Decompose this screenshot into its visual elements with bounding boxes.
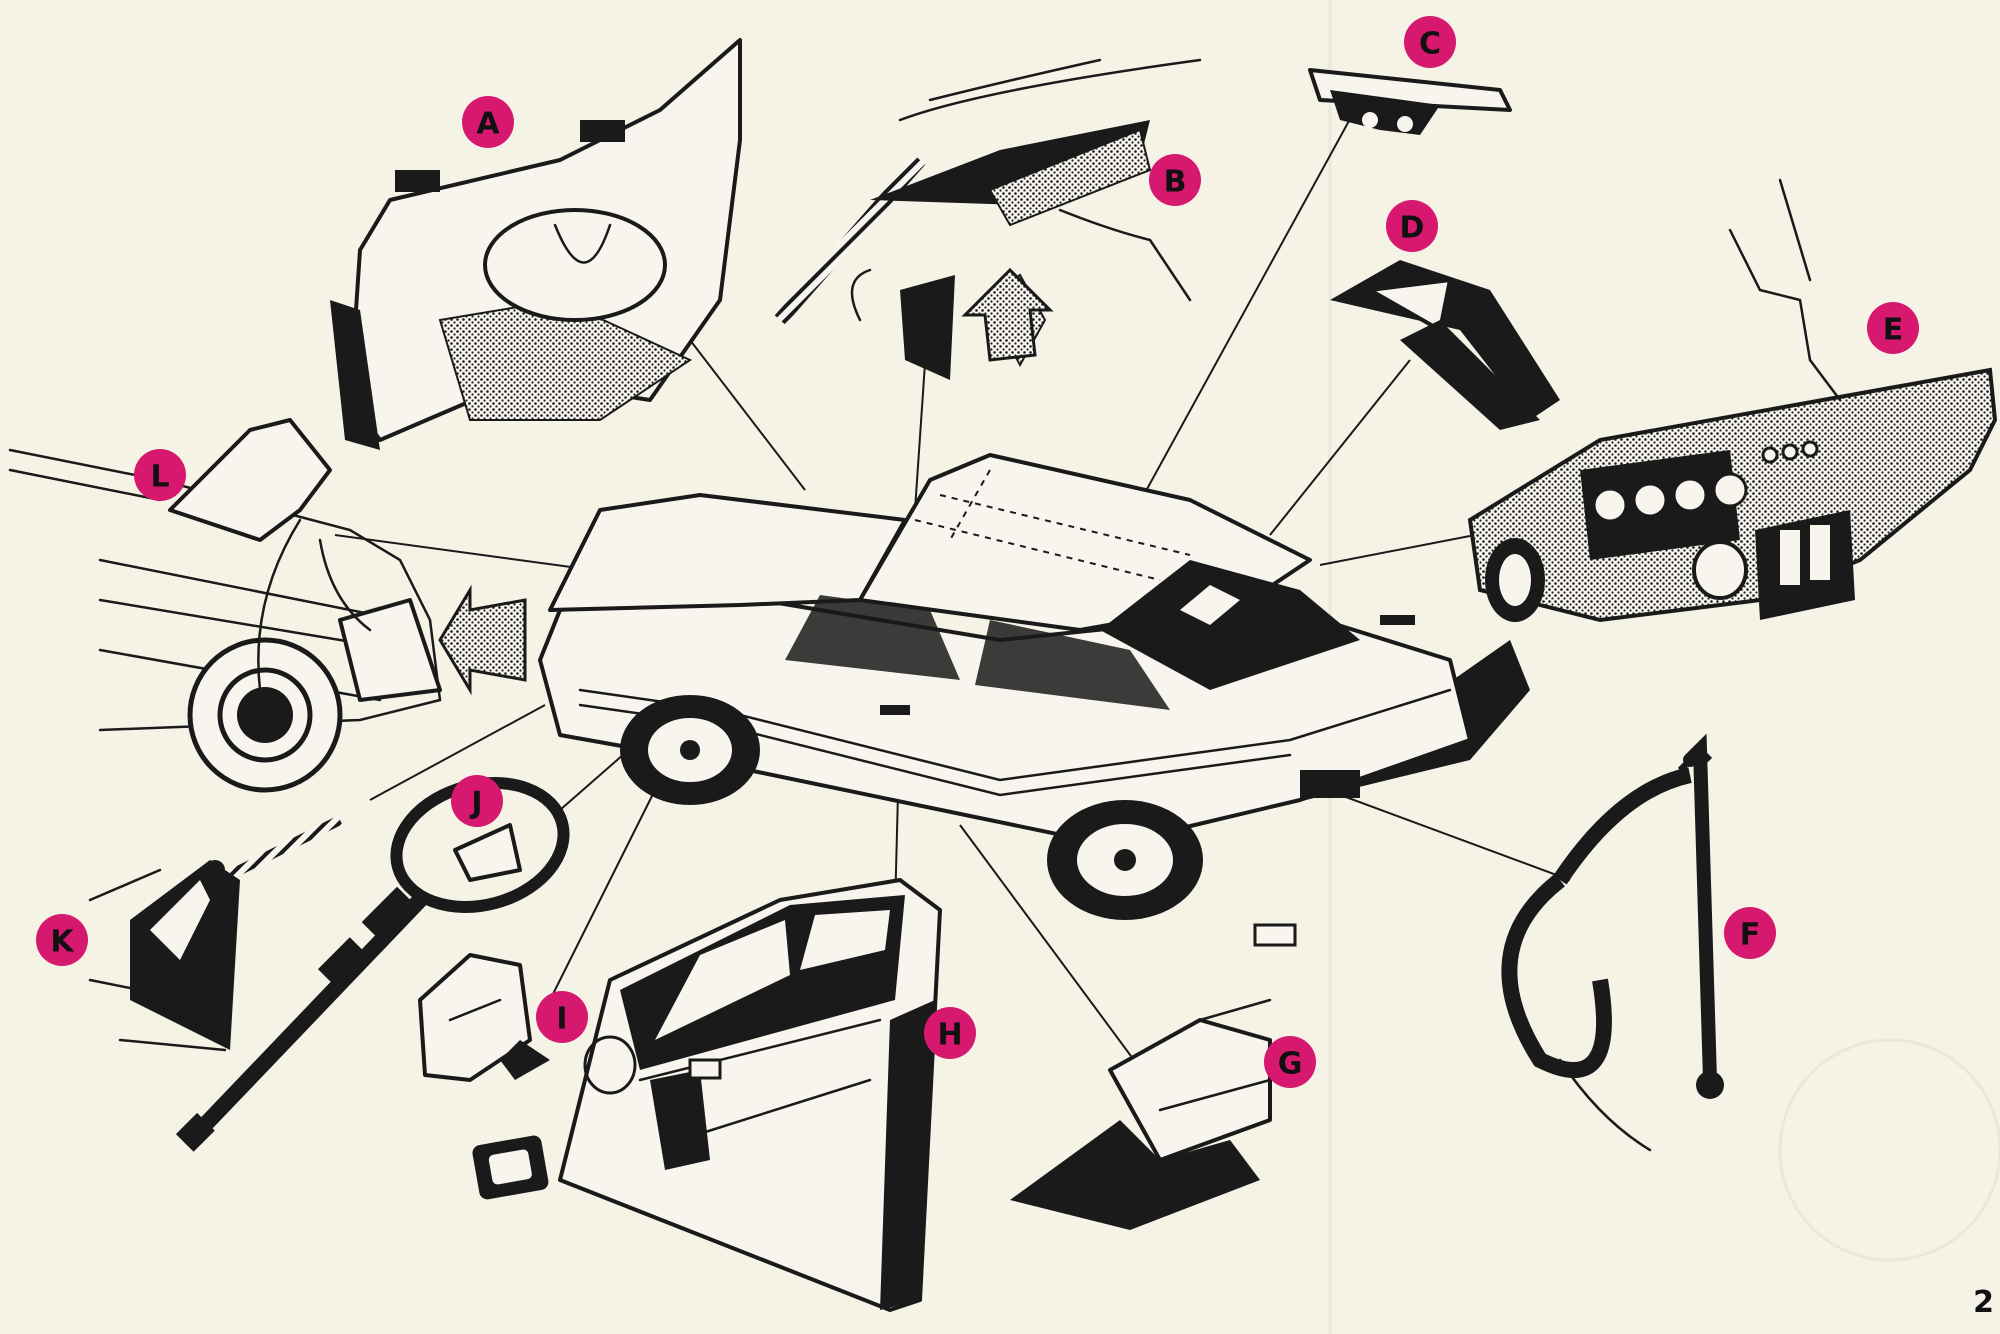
- rear-wheel: [1047, 800, 1203, 920]
- callout-l-label: L: [150, 460, 169, 495]
- part-i-mirror: [420, 955, 550, 1080]
- callout-i: I: [536, 991, 588, 1043]
- callout-k: K: [36, 914, 88, 966]
- callout-b-label: B: [1164, 165, 1187, 200]
- callout-b: B: [1149, 154, 1201, 206]
- callout-d-label: D: [1400, 211, 1425, 246]
- hatchback-car: [540, 455, 1530, 945]
- callout-a: A: [462, 96, 514, 148]
- part-a-luggage-area: [330, 40, 740, 450]
- part-d-trim-panel: [1330, 260, 1560, 430]
- maker-mark: [1255, 925, 1295, 945]
- callout-f: F: [1724, 907, 1776, 959]
- callout-h-label: H: [937, 1018, 962, 1053]
- callout-g-label: G: [1278, 1047, 1303, 1082]
- callout-i-label: I: [556, 1002, 567, 1037]
- callout-l: L: [134, 449, 186, 501]
- callout-c-label: C: [1419, 27, 1441, 62]
- callout-h: H: [924, 1007, 976, 1059]
- part-h-door: [471, 880, 940, 1310]
- callout-e-label: E: [1883, 313, 1904, 348]
- part-c-roof-trim: [1310, 70, 1510, 135]
- callout-e: E: [1867, 302, 1919, 354]
- part-f-seat-belt: [1509, 750, 1724, 1150]
- callout-k-label: K: [50, 925, 75, 960]
- callout-a-label: A: [476, 107, 500, 142]
- part-g-sill-trim: [1010, 1000, 1270, 1230]
- callout-c: C: [1404, 16, 1456, 68]
- callout-j: J: [451, 775, 503, 827]
- callout-j-label: J: [469, 786, 482, 821]
- front-wheel: [620, 695, 760, 805]
- part-j-steering-wheel: [176, 765, 578, 1152]
- part-l-front-end: [10, 420, 440, 790]
- callout-f-label: F: [1740, 918, 1761, 953]
- front-wheel-l: [190, 640, 340, 790]
- callout-d: D: [1386, 200, 1438, 252]
- callout-g: G: [1264, 1036, 1316, 1088]
- page-number: 2: [1973, 1285, 1994, 1320]
